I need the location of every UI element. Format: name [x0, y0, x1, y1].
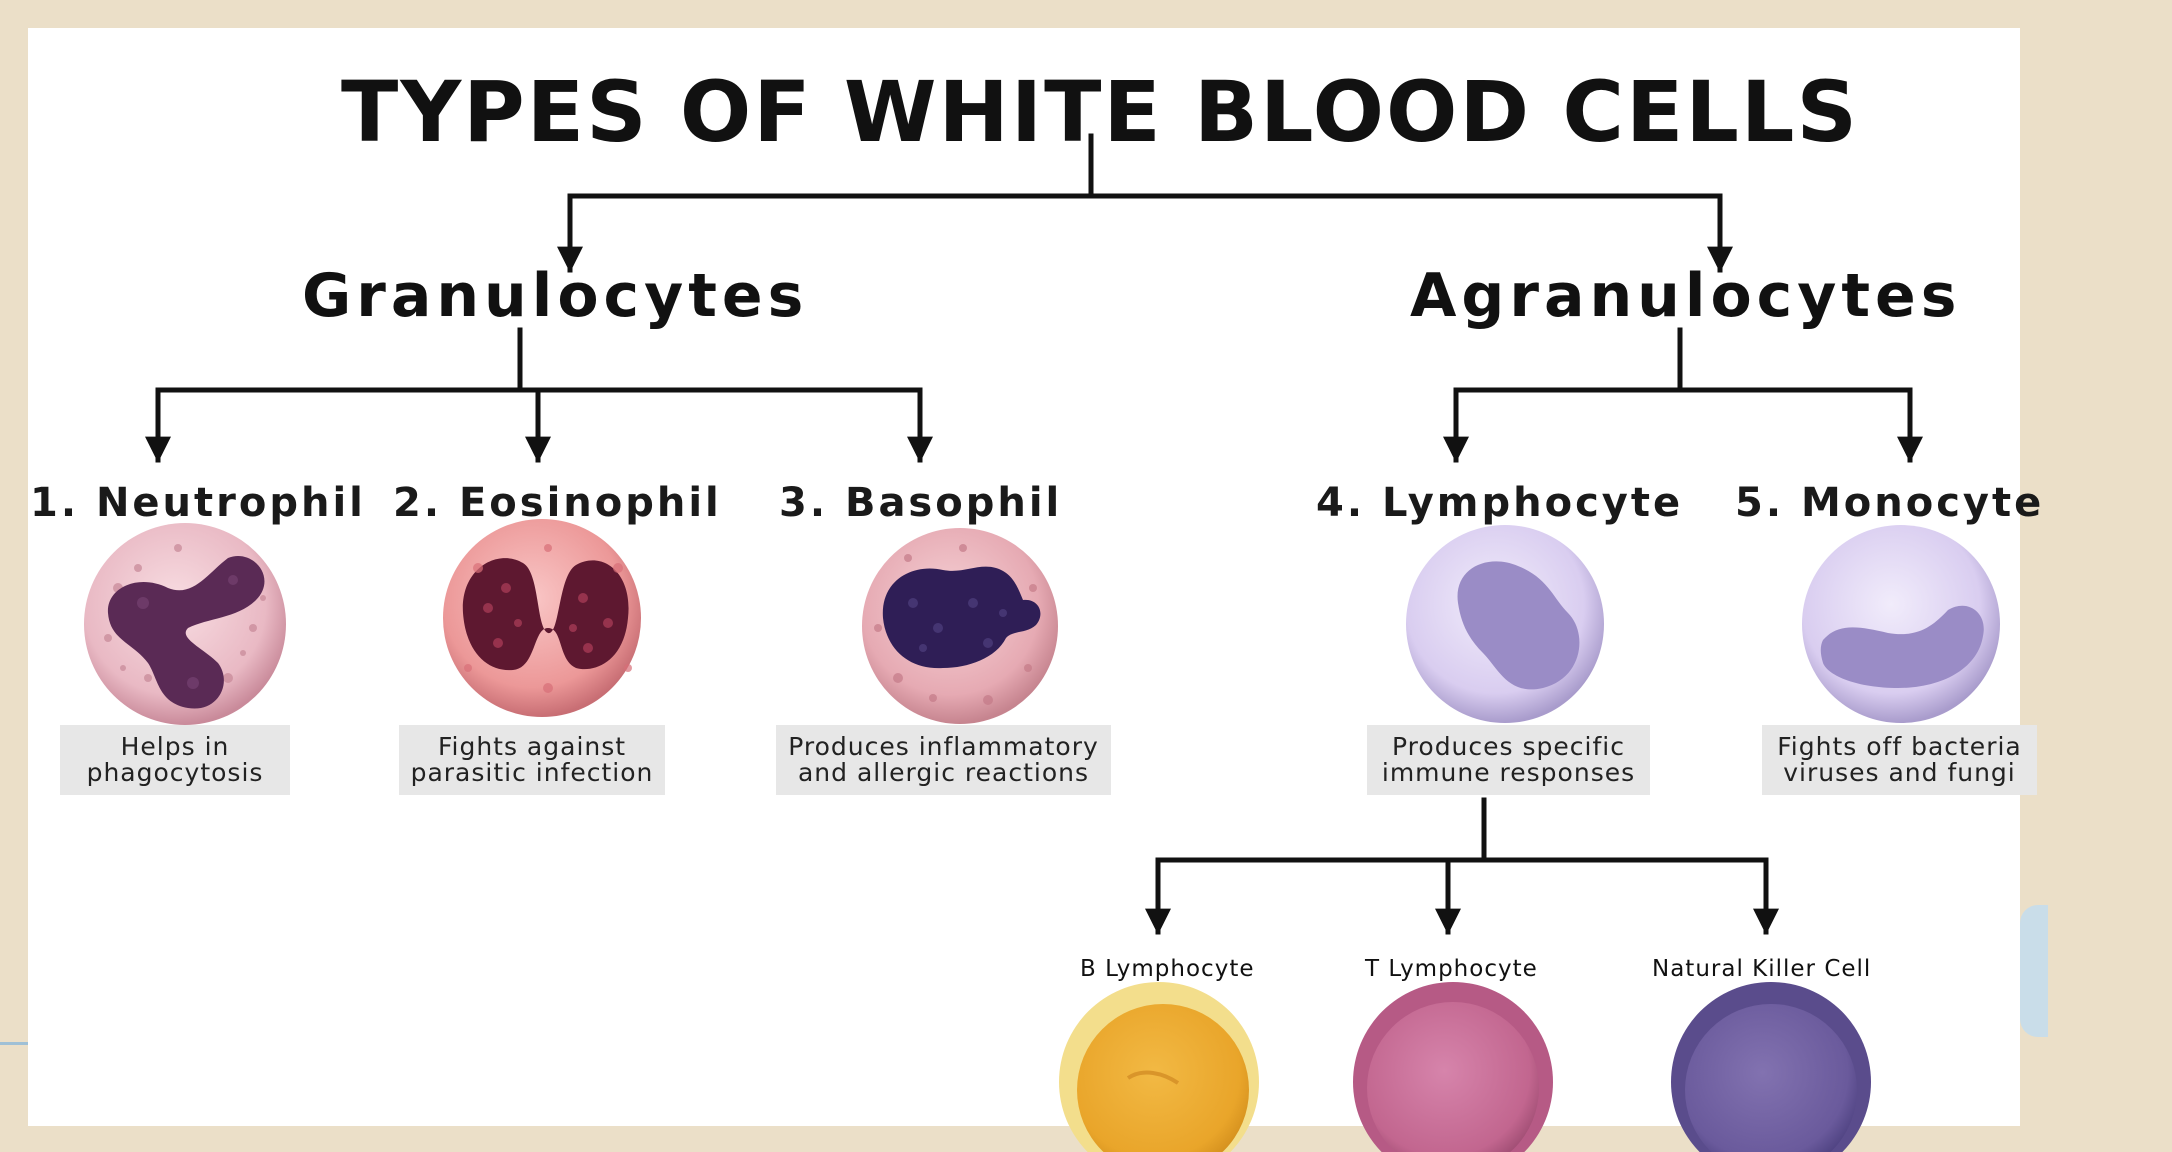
basophil-label: 3. Basophil	[779, 480, 1063, 526]
basophil-description: Produces inflammatory and allergic react…	[776, 725, 1111, 795]
b-lymphocyte-cell-image	[1059, 982, 1259, 1152]
lymphocyte-label: 4. Lymphocyte	[1316, 480, 1684, 526]
diagram-panel: TYPES OF WHITE BLOOD CELLS	[28, 28, 2041, 1152]
lymphocyte-cell-image	[1406, 525, 1604, 723]
eosinophil-label: 2. Eosinophil	[393, 480, 722, 526]
monocyte-cell-image	[1802, 525, 2000, 723]
natural-killer-cell-image	[1671, 982, 1871, 1152]
diagram-title: TYPES OF WHITE BLOOD CELLS	[341, 63, 1859, 161]
monocyte-label: 5. Monocyte	[1735, 480, 2045, 526]
eosinophil-cell-image	[443, 519, 641, 717]
granulocytes-heading: Granulocytes	[302, 261, 809, 331]
t-lymphocyte-cell-image	[1353, 982, 1553, 1152]
neutrophil-label: 1. Neutrophil	[30, 480, 366, 526]
agranulocytes-heading: Agranulocytes	[1410, 261, 1962, 331]
t-lymphocyte-label: T Lymphocyte	[1365, 956, 1538, 982]
neutrophil-description: Helps in phagocytosis	[60, 725, 290, 795]
side-tab	[2020, 905, 2048, 1037]
neutrophil-cell-image	[84, 523, 286, 725]
monocyte-description: Fights off bacteria viruses and fungi	[1762, 725, 2037, 795]
basophil-cell-image	[862, 528, 1058, 724]
connector-arrows	[84, 133, 2000, 1152]
eosinophil-description: Fights against parasitic infection	[399, 725, 665, 795]
b-lymphocyte-label: B Lymphocyte	[1080, 956, 1255, 982]
lymphocyte-description: Produces specific immune responses	[1367, 725, 1650, 795]
natural-killer-cell-label: Natural Killer Cell	[1652, 956, 1872, 982]
left-edge-accent	[0, 1042, 28, 1045]
